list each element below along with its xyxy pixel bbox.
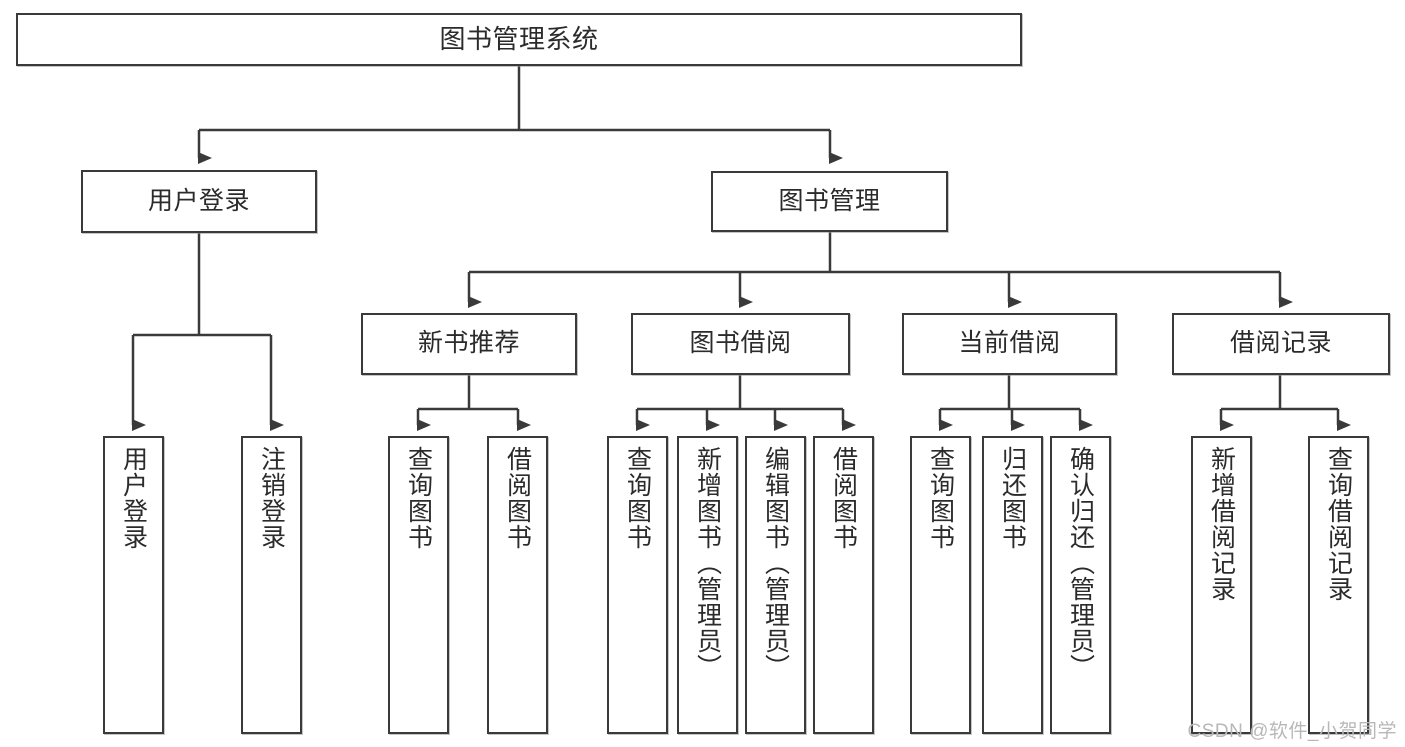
node-leaf-confirm-return[interactable]: 确认归还（管理员）: [1050, 436, 1111, 734]
node-label: 用户登录: [119, 446, 148, 550]
node-leaf-user-login[interactable]: 用户登录: [103, 436, 164, 734]
node-leaf-return-book[interactable]: 归还图书: [982, 436, 1043, 734]
node-book-management[interactable]: 图书管理: [711, 171, 948, 232]
node-leaf-edit-book[interactable]: 编辑图书（管理员）: [745, 436, 806, 734]
node-root-book-management-system[interactable]: 图书管理系统: [16, 13, 1022, 66]
node-label: 编辑图书（管理员）: [761, 446, 790, 680]
node-label: 注销登录: [257, 446, 286, 550]
node-label: 用户登录: [147, 186, 250, 215]
node-leaf-logout-login[interactable]: 注销登录: [241, 436, 302, 734]
node-label: 查询图书: [926, 446, 955, 550]
node-label: 图书管理: [778, 186, 881, 215]
node-label: 新增借阅记录: [1207, 446, 1236, 602]
node-leaf-borrow-book-2[interactable]: 借阅图书: [813, 436, 874, 734]
node-leaf-query-book-2[interactable]: 查询图书: [607, 436, 668, 734]
node-label: 新书推荐: [417, 329, 520, 358]
node-label: 查询图书: [404, 446, 433, 550]
node-label: 当前借阅: [958, 329, 1061, 358]
node-user-login[interactable]: 用户登录: [81, 170, 317, 233]
node-leaf-add-book[interactable]: 新增图书（管理员）: [677, 436, 738, 734]
node-new-book-recommend[interactable]: 新书推荐: [361, 313, 577, 375]
node-label: 图书借阅: [689, 329, 792, 358]
node-label: 归还图书: [998, 446, 1027, 550]
node-label: 确认归还（管理员）: [1066, 446, 1095, 680]
node-current-borrow[interactable]: 当前借阅: [902, 313, 1117, 375]
node-label: 查询借阅记录: [1324, 446, 1353, 602]
node-label: 图书管理系统: [439, 24, 599, 55]
node-leaf-add-record[interactable]: 新增借阅记录: [1191, 436, 1252, 734]
node-label: 借阅记录: [1229, 329, 1332, 358]
node-leaf-query-book-1[interactable]: 查询图书: [388, 436, 449, 734]
node-label: 查询图书: [623, 446, 652, 550]
node-leaf-borrow-book-1[interactable]: 借阅图书: [487, 436, 548, 734]
node-leaf-query-record[interactable]: 查询借阅记录: [1308, 436, 1369, 734]
node-borrow-record[interactable]: 借阅记录: [1172, 313, 1390, 375]
node-label: 借阅图书: [829, 446, 858, 550]
node-book-borrow[interactable]: 图书借阅: [631, 313, 850, 375]
watermark: CSDN @软件_小贺同学: [1187, 721, 1397, 742]
node-label: 新增图书（管理员）: [693, 446, 722, 680]
node-leaf-query-book-3[interactable]: 查询图书: [910, 436, 971, 734]
node-label: 借阅图书: [503, 446, 532, 550]
